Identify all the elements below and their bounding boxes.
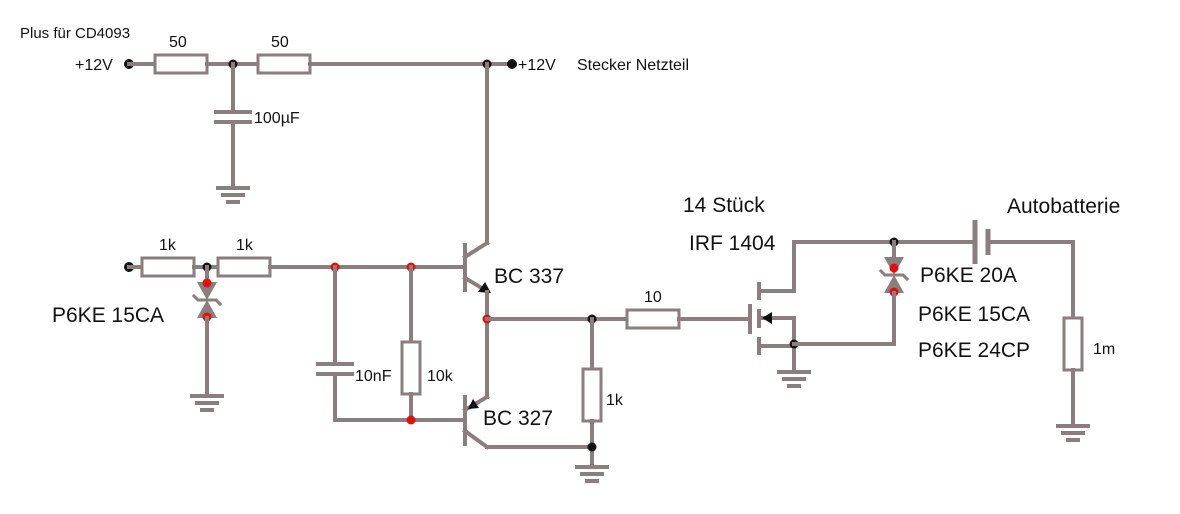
resistor-10k bbox=[400, 340, 422, 396]
zener-diode-icon bbox=[191, 278, 223, 322]
resistor-50-a bbox=[153, 53, 209, 75]
label-plus-cd4093: Plus für CD4093 bbox=[20, 25, 130, 42]
ground-icon bbox=[1056, 424, 1090, 442]
resistor-10 bbox=[625, 308, 681, 330]
resistor-50-b bbox=[256, 53, 312, 75]
label-r-top1: 50 bbox=[169, 34, 187, 51]
resistor-1k-out bbox=[581, 367, 603, 423]
ground-icon bbox=[216, 186, 250, 204]
resistor-1k-a bbox=[140, 256, 196, 278]
label-r-in1: 1k bbox=[159, 237, 177, 254]
terminal-stecker bbox=[507, 59, 517, 69]
label-plus12v-right: +12V bbox=[518, 57, 556, 74]
label-battery: Autobatterie bbox=[1007, 195, 1120, 218]
label-q1: BC 337 bbox=[494, 265, 564, 288]
label-zener-in: P6KE 15CA bbox=[52, 304, 164, 327]
ground-icon bbox=[575, 465, 609, 483]
mosfet-icon bbox=[748, 282, 796, 355]
input-network bbox=[124, 256, 467, 425]
label-r-1m: 1m bbox=[1093, 341, 1115, 358]
resistor-1m bbox=[1062, 316, 1084, 372]
label-r-10: 10 bbox=[644, 289, 662, 306]
label-r-1k-out: 1k bbox=[606, 392, 624, 409]
battery-circuit bbox=[972, 220, 1090, 442]
label-r-10k: 10k bbox=[427, 368, 454, 385]
label-cap-10n: 10nF bbox=[355, 368, 392, 385]
mosfet-stage bbox=[748, 237, 974, 388]
label-q2: BC 327 bbox=[483, 407, 553, 430]
battery-icon bbox=[972, 220, 991, 264]
label-r-top2: 50 bbox=[271, 34, 289, 51]
label-zener-out-3: P6KE 24CP bbox=[918, 339, 1030, 362]
label-plus12v-left: +12V bbox=[75, 57, 113, 74]
label-cap-100: 100µF bbox=[254, 110, 300, 127]
supply-filter bbox=[124, 53, 517, 204]
ground-icon bbox=[190, 394, 224, 412]
label-zener-out-1: P6KE 20A bbox=[920, 264, 1017, 287]
ground-icon bbox=[777, 370, 811, 388]
push-pull-driver bbox=[462, 62, 752, 483]
label-r-in2: 1k bbox=[236, 237, 254, 254]
pnp-transistor-icon bbox=[462, 394, 490, 450]
zener-diode-icon bbox=[878, 257, 910, 297]
npn-transistor-icon bbox=[462, 240, 491, 293]
label-stecker: Stecker Netzteil bbox=[577, 57, 689, 74]
resistor-1k-b bbox=[216, 256, 272, 278]
label-zener-out-2: P6KE 15CA bbox=[918, 303, 1030, 326]
label-mosfet-type: IRF 1404 bbox=[689, 232, 776, 255]
label-mosfet-count: 14 Stück bbox=[683, 194, 765, 217]
